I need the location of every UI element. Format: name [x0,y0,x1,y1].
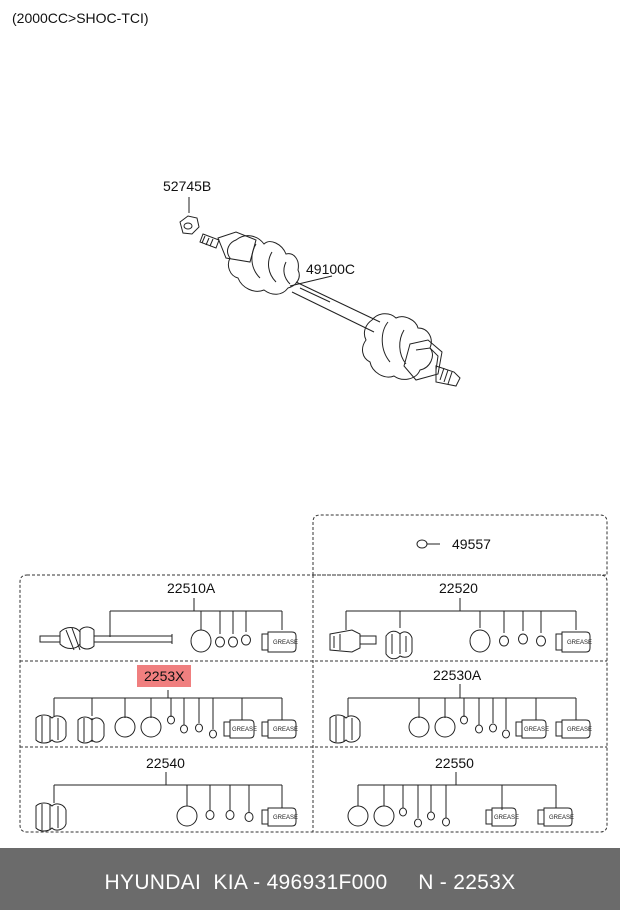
grease-label: GREASE [524,727,549,733]
ring-icon [416,539,428,549]
grease-label: GREASE [273,640,298,646]
footer-part-number: HYUNDAI KIA - 496931F000 N - 2253X [104,871,516,894]
kit-22520-illustration [329,598,591,660]
grease-label: GREASE [232,727,257,733]
parts-diagram: GREASE GREASE GREASE GREASE GREASE GREAS… [19,197,608,833]
part-label-kit-c-highlighted[interactable]: 2253X [137,665,192,687]
part-label-shaft[interactable]: 49100C [306,261,356,277]
part-label-kit-d[interactable]: 22530A [433,667,482,683]
kit-22540-illustration [35,772,297,832]
kit-table-frame [19,514,608,833]
part-label-kit-f[interactable]: 22550 [435,755,474,771]
grease-label: GREASE [549,815,574,821]
grease-label: GREASE [567,727,592,733]
grease-label: GREASE [273,815,298,821]
part-label-kit-a[interactable]: 22510A [167,580,216,596]
kit-2253x-illustration [35,690,297,744]
kit-22550-illustration [347,772,573,828]
part-label-kit-b[interactable]: 22520 [439,580,478,596]
engine-spec-label: (2000CC>SHOC-TCI) [12,10,149,26]
part-label-ring[interactable]: 49557 [452,536,491,552]
footer-bar: HYUNDAI KIA - 496931F000 N - 2253X [0,848,620,910]
grease-label: GREASE [494,815,519,821]
drive-shaft-illustration [179,197,461,387]
part-label-kit-e[interactable]: 22540 [146,755,185,771]
kit-22530a-illustration [329,684,591,744]
part-label-nut[interactable]: 52745B [163,178,212,194]
kit-22510a-illustration [39,598,297,653]
grease-label: GREASE [273,727,298,733]
grease-label: GREASE [567,640,592,646]
